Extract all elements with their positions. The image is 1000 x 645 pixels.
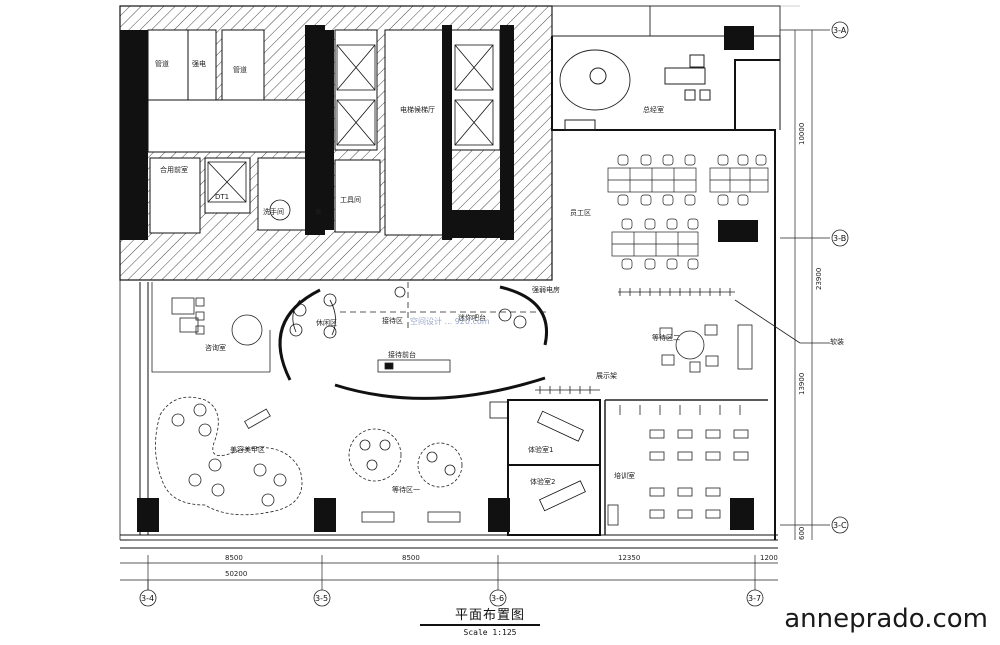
rest-area-label: 休闲区 <box>316 318 337 327</box>
consult-room: 咨询室 <box>151 282 271 373</box>
manager-room: 总经室 <box>559 49 711 131</box>
manager-room-label: 总经室 <box>643 105 664 114</box>
core-water-label: 管道 <box>233 65 247 74</box>
wait-area-1-label: 等待区一 <box>392 485 420 494</box>
minibar-label: 迷你吧台 <box>458 313 486 322</box>
reception-area-label: 接待区 <box>382 316 403 325</box>
core-pipe-label: 管道 <box>155 59 169 68</box>
axis-right-3: 3-C <box>833 521 847 530</box>
staff-area-label: 员工区 <box>570 209 591 217</box>
dim-right-3: 13900 <box>798 373 806 395</box>
axis-bottom-3: 3-6 <box>491 594 504 603</box>
dim-right-1: 10000 <box>798 123 806 145</box>
dim-right-2: 23900 <box>815 268 823 290</box>
core-small-label: 水 <box>315 207 322 216</box>
elec-room-label: 强弱电房 <box>532 285 560 294</box>
training-room-label: 培训室 <box>614 471 635 480</box>
training-room: 培训室 <box>604 399 768 535</box>
rest-area: 休闲区 <box>278 288 337 381</box>
softpack-label: 软装 <box>830 337 844 346</box>
dim-bottom-4: 1200 <box>760 554 778 562</box>
wait-area-2: 等待区二 <box>652 324 753 373</box>
core-elec-label: 强电 <box>192 59 206 68</box>
dim-bottom-total: 50200 <box>225 570 247 578</box>
dim-bottom-2: 8500 <box>402 554 420 562</box>
front-desk-label: 接待前台 <box>388 350 416 359</box>
reception-area: 接待区 接待前台 <box>340 282 548 373</box>
title-underline <box>420 624 540 626</box>
experience-rooms: 体验室1 体验室2 <box>489 399 601 536</box>
wait-area-2-label: 等待区二 <box>652 333 680 342</box>
dim-right-4: 600 <box>798 527 806 540</box>
exp-room-2-label: 体验室2 <box>530 477 555 486</box>
core-tools-label: 工具间 <box>340 196 361 204</box>
core-wc-label: 洗手间 <box>263 207 284 216</box>
core-dt-label: DT1 <box>215 193 229 201</box>
axis-bottom-4: 3-7 <box>748 594 761 603</box>
axis-bottom-2: 3-5 <box>315 594 328 603</box>
dim-bottom-3: 12350 <box>618 554 640 562</box>
consult-room-label: 咨询室 <box>205 343 226 352</box>
core-lobby-label: 电梯候梯厅 <box>400 105 435 114</box>
axis-right-1: 3-A <box>833 26 847 35</box>
staff-area: 员工区 <box>570 154 769 270</box>
overlay-watermark: 空间设计 ... 920.com <box>410 316 490 326</box>
drawing-scale: Scale 1:125 <box>463 628 517 637</box>
watermark: anneprado.com <box>784 604 988 634</box>
display-rack-label: 展示架 <box>596 372 617 380</box>
axis-right-2: 3-B <box>833 234 846 243</box>
core-stairs-label: 合用前室 <box>160 165 188 174</box>
drawing-title: 平面布置图 <box>454 608 525 623</box>
beauty-area: 美容美甲区 <box>155 396 303 516</box>
axis-bottom-1: 3-4 <box>141 594 154 603</box>
exp-room-1-label: 体验室1 <box>528 445 553 454</box>
beauty-area-label: 美容美甲区 <box>230 445 265 454</box>
dim-bottom-1: 8500 <box>225 554 243 562</box>
building-core: 管道 强电 管道 电梯候梯厅 合用前室 工具间 洗手间 水 DT1 <box>119 5 553 281</box>
wait-area-1: 等待区一 <box>348 428 463 523</box>
